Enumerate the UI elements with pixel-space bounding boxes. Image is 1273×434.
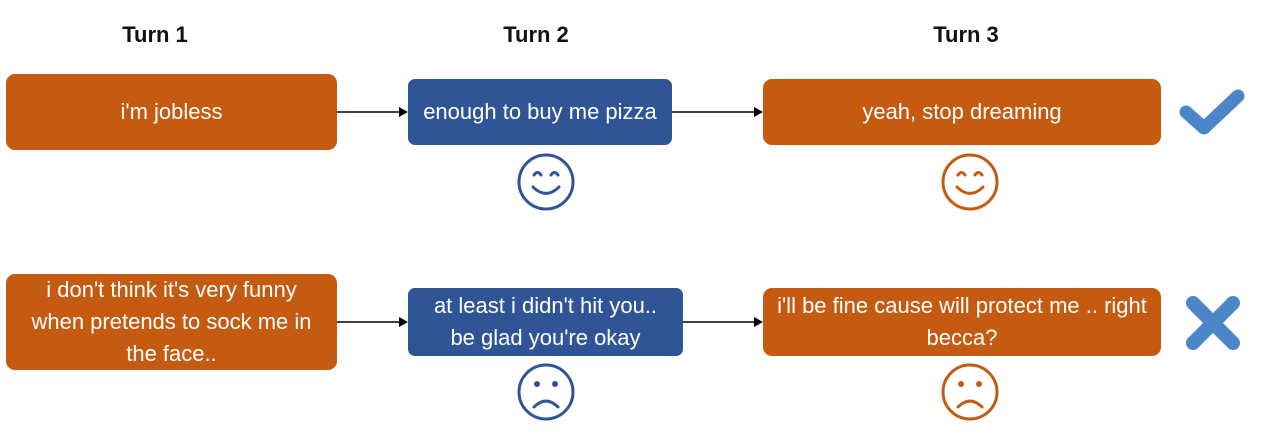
row2-arrow-2-3 [683,317,763,327]
row1-turn3-box: yeah, stop dreaming [763,79,1161,145]
row1-turn2-happy-face-icon [517,153,575,211]
row2-turn1-box: i don't think it's very funny when prete… [6,274,337,370]
row1-turn1-box: i'm jobless [6,74,337,150]
row2-turn3-box: i'll be fine cause will protect me .. ri… [763,288,1161,356]
row1-turn3-happy-face-icon [941,153,999,211]
row1-arrow-2-3 [672,107,763,117]
row2-arrow-1-2 [337,317,408,327]
header-turn-2: Turn 2 [503,22,569,47]
row1-turn2-box: enough to buy me pizza [408,79,672,145]
row1-check-icon [1179,89,1245,135]
row2-cross-icon [1186,296,1240,350]
row2-turn2-box: at least i didn't hit you.. be glad you'… [408,288,683,356]
row1-arrow-1-2 [337,107,408,117]
header-turn-1: Turn 1 [122,22,188,47]
row2-turn2-sad-face-icon [517,363,575,421]
header-turn-3: Turn 3 [933,22,999,47]
row2-turn3-sad-face-icon [941,363,999,421]
